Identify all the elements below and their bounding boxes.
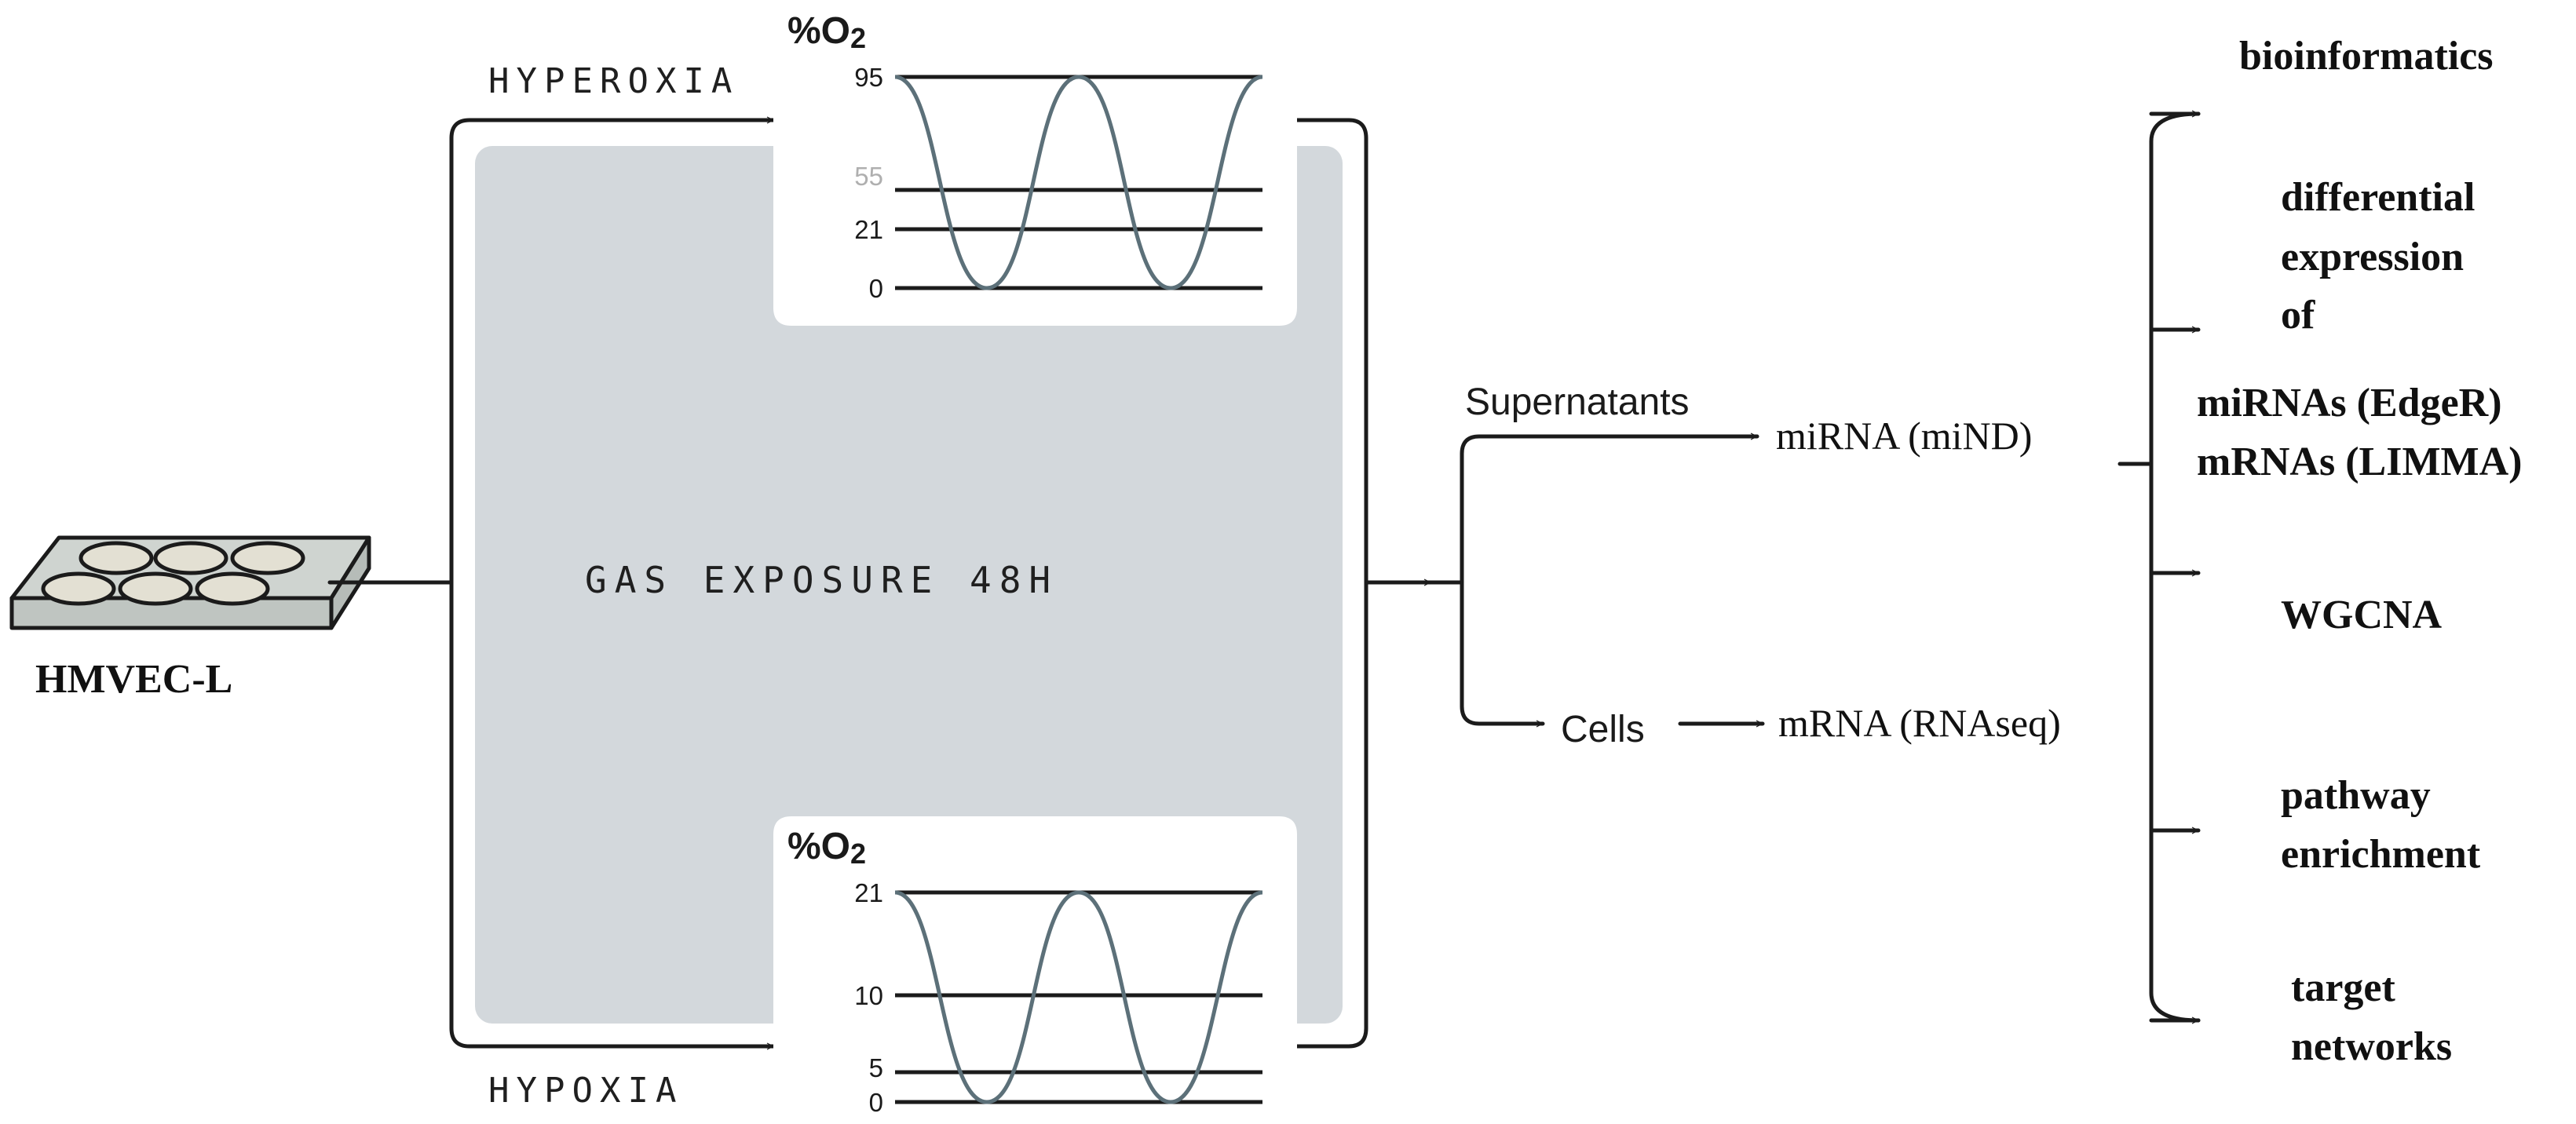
analysis-de-line1: differential [2281,175,2475,220]
hypoxia-tick-5: 5 [869,1053,883,1082]
cell-culture-plate-icon [9,535,371,630]
sample-label: HMVEC-L [35,657,232,702]
hypoxia-tick-21: 21 [854,878,883,907]
analysis-bioinformatics: bioinformatics [2239,34,2494,78]
hyperoxia-tick-95: 95 [854,63,883,92]
hyperoxia-tick-21: 21 [854,215,883,244]
analysis-de-mirnas: miRNAs (EdgeR) [2197,381,2502,425]
hyperoxia-tick-55: 55 [854,162,883,191]
hyperoxia-tick-0: 0 [869,274,883,303]
supernatants-label: Supernatants [1465,381,1690,423]
mirna-assay-label: miRNA (miND) [1776,414,2032,458]
hypoxia-panel: %O2 21 10 5 0 [773,816,1297,1124]
analysis-wgcna: WGCNA [2281,593,2443,637]
analysis-pathway-line2: enrichment [2281,832,2481,877]
gas-exposure-chamber [475,146,1343,1024]
hypoxia-oscillation-curve [894,890,1263,1104]
exposure-split-bracket [449,118,776,1046]
cells-label: Cells [1561,709,1645,750]
analysis-de-mrnas: mRNAs (LIMMA) [2197,440,2522,484]
analysis-target-line1: target [2291,965,2395,1010]
analysis-target-line2: networks [2291,1024,2452,1069]
analysis-de-line3: of [2281,293,2315,338]
hyperoxia-panel: %O2 95 55 21 0 [773,0,1297,326]
analysis-pathway-line1: pathway [2281,773,2431,818]
hyperoxia-oscillation-curve [894,75,1263,290]
hypoxia-label: HYPOXIA [488,1071,683,1111]
analysis-de-line2: expression [2281,235,2464,279]
hyperoxia-unit-label: %O2 [787,10,866,54]
gas-exposure-label: GAS EXPOSURE 48H [585,559,1058,601]
mrna-assay-label: mRNA (RNAseq) [1778,701,2061,745]
hypoxia-tick-10: 10 [854,981,883,1010]
hypoxia-tick-0: 0 [869,1088,883,1117]
fraction-split-bracket [1460,436,1759,585]
analysis-branch-bracket [2149,111,2201,1023]
hyperoxia-label: HYPEROXIA [488,61,739,101]
